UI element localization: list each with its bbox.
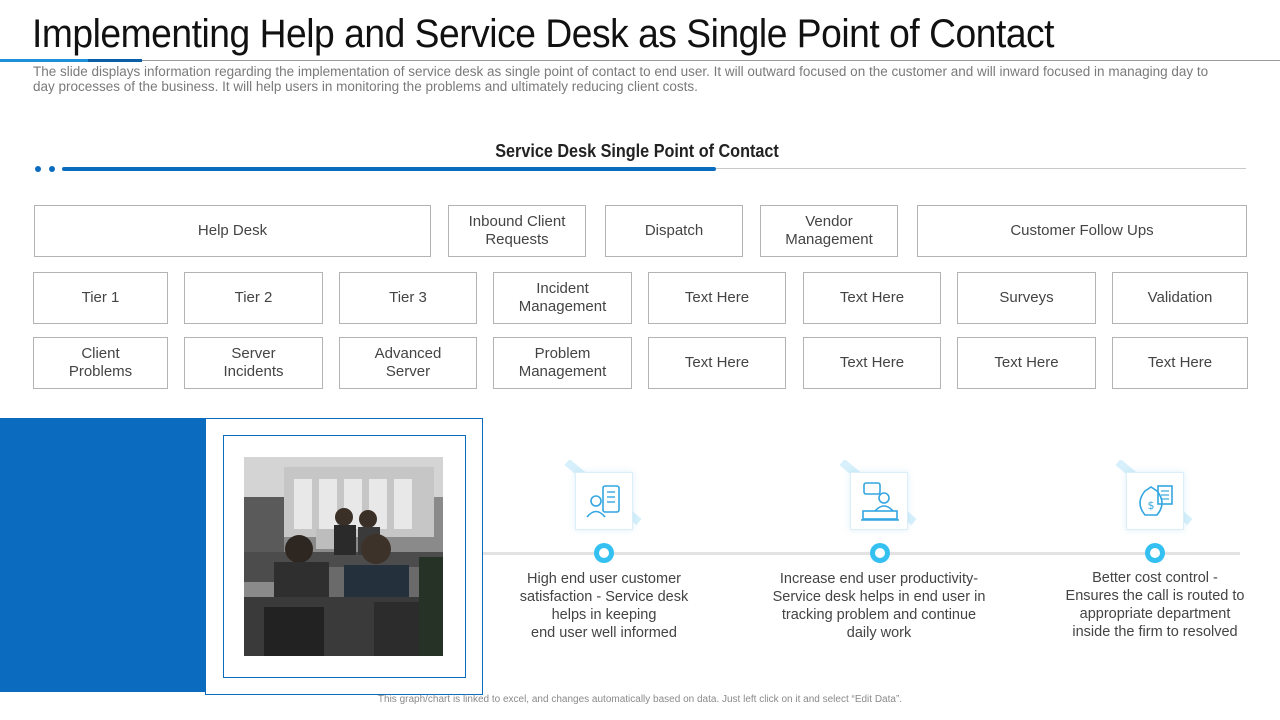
timeline-line <box>483 552 1240 555</box>
grid-box-validation: Validation <box>1112 272 1248 324</box>
timeline-text-3: Better cost control - Ensures the call i… <box>1065 570 1245 640</box>
title-divider <box>0 60 1280 61</box>
section-dot <box>35 166 41 172</box>
grid-box-dispatch: Dispatch <box>605 205 743 257</box>
title-accent-bar <box>0 59 142 62</box>
grid-box-text-here: Text Here <box>957 337 1096 389</box>
section-progress-bar <box>62 167 716 171</box>
grid-box-surveys: Surveys <box>957 272 1096 324</box>
grid-box-text-here: Text Here <box>648 272 786 324</box>
section-title: Service Desk Single Point of Contact <box>495 141 779 161</box>
grid-box-text-here: Text Here <box>803 337 941 389</box>
money-bag-icon: $ <box>1126 472 1184 530</box>
page-description: The slide displays information regarding… <box>33 64 1209 94</box>
photo-frame-inner <box>223 435 466 678</box>
section-dot <box>49 166 55 172</box>
grid-box-vendor-management: Vendor Management <box>760 205 898 257</box>
timeline-node-2 <box>870 543 890 563</box>
title-accent-bar-dark <box>88 59 142 62</box>
grid-box-problem-management: Problem Management <box>493 337 632 389</box>
grid-box-tier-1: Tier 1 <box>33 272 168 324</box>
customer-profile-icon <box>575 472 633 530</box>
grid-box-help-desk: Help Desk <box>34 205 431 257</box>
timeline-icon-3-wrap: $ <box>1114 460 1194 530</box>
grid-box-advanced-server: Advanced Server <box>339 337 477 389</box>
timeline-node-3 <box>1145 543 1165 563</box>
blue-accent-panel <box>0 418 206 692</box>
grid-box-customer-follow-ups: Customer Follow Ups <box>917 205 1247 257</box>
grid-box-client-problems: Client Problems <box>33 337 168 389</box>
svg-text:$: $ <box>1148 499 1155 512</box>
grid-box-text-here: Text Here <box>648 337 786 389</box>
timeline-icon-1-wrap <box>563 460 643 530</box>
grid-box-server-incidents: Server Incidents <box>184 337 323 389</box>
grid-box-tier-3: Tier 3 <box>339 272 477 324</box>
timeline-text-2: Increase end user productivity- Service … <box>772 571 986 641</box>
grid-box-text-here: Text Here <box>803 272 941 324</box>
grid-box-inbound-client-requests: Inbound Client Requests <box>448 205 586 257</box>
footer-note: This graph/chart is linked to excel, and… <box>377 694 903 705</box>
page-title: Implementing Help and Service Desk as Si… <box>32 12 1055 56</box>
office-meeting-photo <box>244 457 443 656</box>
timeline-node-1 <box>594 543 614 563</box>
section-divider-line <box>716 168 1246 169</box>
timeline-text-1: High end user customer satisfaction - Se… <box>519 571 689 641</box>
grid-box-tier-2: Tier 2 <box>184 272 323 324</box>
service-agent-icon <box>850 472 908 530</box>
grid-box-text-here: Text Here <box>1112 337 1248 389</box>
grid-box-incident-management: Incident Management <box>493 272 632 324</box>
timeline-icon-2-wrap <box>838 460 918 530</box>
